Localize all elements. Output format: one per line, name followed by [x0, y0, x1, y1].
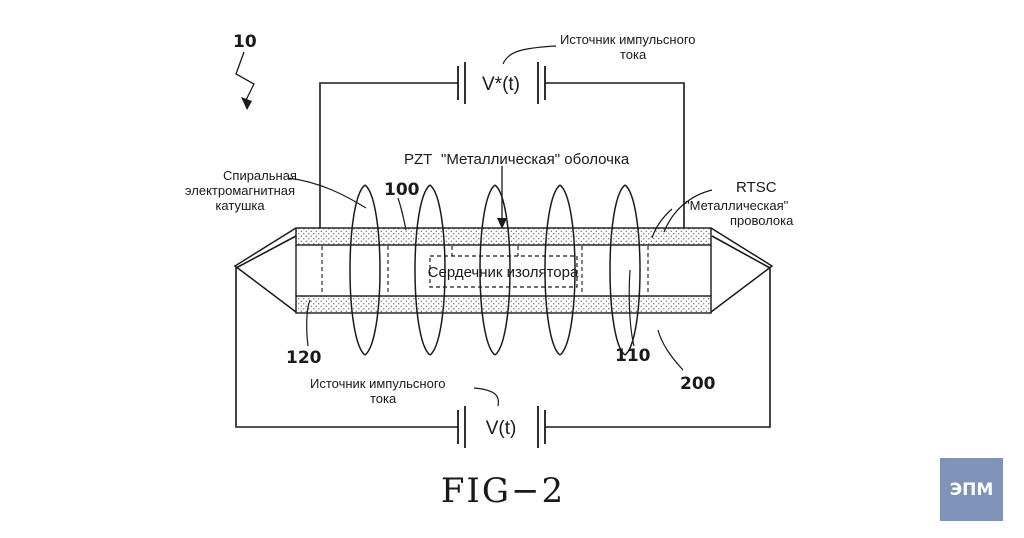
- rod-body: [233, 227, 774, 314]
- rtsc-label: RTSC: [736, 179, 777, 196]
- ref-10-label: 10: [233, 32, 257, 52]
- logo-text: ЭПМ: [949, 479, 994, 500]
- coil-label-line1: Спиральная: [223, 168, 297, 183]
- ref-110-label: 110: [615, 346, 651, 366]
- shell-pointer-arrow: [497, 166, 507, 229]
- top-shell-band: [295, 227, 712, 246]
- coil-label-line3: катушка: [215, 198, 265, 213]
- ref-10-arrow: [235, 51, 255, 110]
- bottom-shell-band: [295, 295, 712, 314]
- shell-label: "Металлическая" оболочка: [441, 151, 630, 168]
- bottom-source-symbol: V(t): [486, 418, 517, 439]
- bottom-source-label-line1: Источник импульсного: [310, 376, 446, 391]
- coil-hidden-segments: [321, 246, 649, 295]
- wire-label-line1: "Металлическая": [685, 198, 789, 213]
- pzt-label: PZT: [404, 151, 432, 168]
- top-source-label-line1: Источник импульсного: [560, 32, 696, 47]
- leader-lines: [287, 45, 713, 407]
- core-box: [429, 255, 578, 288]
- bottom-source-label-line2: тока: [370, 391, 397, 406]
- core-label: Сердечник изолятора: [428, 264, 579, 281]
- ref-200-label: 200: [680, 374, 716, 394]
- top-circuit-wire: [319, 82, 685, 232]
- figure-title: FIG−2: [441, 471, 565, 511]
- ref-100-label: 100: [384, 180, 420, 200]
- publisher-logo: ЭПМ: [940, 458, 1003, 521]
- top-source-label-line2: тока: [620, 47, 647, 62]
- top-pulse-source: V*(t): [457, 62, 546, 104]
- ref-120-label: 120: [286, 348, 322, 368]
- coil-label-line2: электромагнитная: [185, 183, 295, 198]
- coil-loops: [349, 184, 641, 356]
- top-source-symbol: V*(t): [482, 74, 520, 95]
- wire-label-line2: проволока: [730, 213, 794, 228]
- bottom-pulse-source: V(t): [457, 406, 546, 448]
- bottom-circuit-wire: [235, 235, 771, 428]
